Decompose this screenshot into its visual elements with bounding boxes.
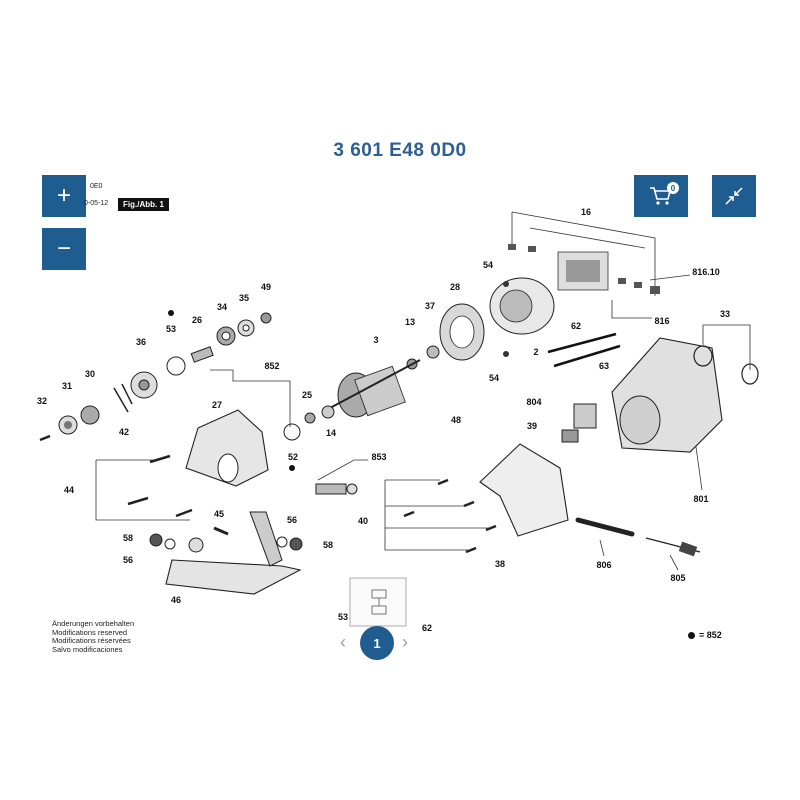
part-label-40[interactable]: 40 (357, 516, 369, 526)
part-label-32[interactable]: 32 (36, 396, 48, 406)
plus-icon: + (56, 182, 71, 209)
collapse-button[interactable] (712, 175, 756, 217)
part-label-34[interactable]: 34 (216, 302, 228, 312)
part-label-49[interactable]: 49 (260, 282, 272, 292)
part-label-42[interactable]: 42 (118, 427, 130, 437)
cart-count-badge: 0 (667, 182, 679, 194)
legend-text: = 852 (699, 630, 722, 640)
notice-line-es: Salvo modificaciones (52, 644, 123, 654)
modifications-notice: Änderungen vorbehalten Modifications res… (52, 619, 135, 654)
part-label-58b[interactable]: 58 (322, 540, 334, 550)
zoom-in-button[interactable]: + (42, 175, 86, 217)
part-label-30[interactable]: 30 (84, 369, 96, 379)
zoom-out-button[interactable]: − (42, 228, 86, 270)
part-label-56[interactable]: 56 (286, 515, 298, 525)
part-label-16[interactable]: 16 (580, 207, 592, 217)
part-label-28[interactable]: 28 (449, 282, 461, 292)
part-label-37[interactable]: 37 (424, 301, 436, 311)
part-label-805[interactable]: 805 (670, 573, 686, 583)
minus-icon: − (56, 235, 71, 262)
part-label-25[interactable]: 25 (301, 390, 313, 400)
part-label-54[interactable]: 54 (482, 260, 494, 270)
part-label-62b[interactable]: 62 (421, 623, 433, 633)
legend-dot-icon (688, 631, 695, 639)
part-label-45[interactable]: 45 (213, 509, 225, 519)
chevron-right-icon[interactable]: › (402, 632, 408, 652)
page-title: 3 601 E48 0D0 (333, 140, 467, 161)
part-label-56b[interactable]: 56 (122, 555, 134, 565)
part-label-44[interactable]: 44 (63, 485, 75, 495)
part-label-816.10[interactable]: 816.10 (692, 267, 720, 277)
notice-line-en: Modifications reserved (52, 627, 128, 637)
cart-button[interactable] (634, 175, 688, 217)
part-label-52[interactable]: 52 (287, 452, 299, 462)
part-label-13[interactable]: 13 (404, 317, 416, 327)
part-label-27[interactable]: 27 (211, 400, 223, 410)
part-label-58[interactable]: 58 (122, 533, 134, 543)
part-label-31[interactable]: 31 (61, 381, 73, 391)
part-label-33[interactable]: 33 (719, 309, 731, 319)
part-label-54b[interactable]: 54 (488, 373, 500, 383)
part-label-39[interactable]: 39 (526, 421, 538, 431)
part-label-62[interactable]: 62 (570, 321, 582, 331)
part-label-14[interactable]: 14 (325, 428, 337, 438)
part-label-35[interactable]: 35 (238, 293, 250, 303)
part-label-38[interactable]: 38 (494, 559, 506, 569)
collapse-arrows-icon (725, 187, 743, 205)
chevron-left-icon[interactable]: ‹ (340, 632, 346, 652)
legend: = 852 (688, 630, 722, 640)
meta-date: 0-05-12 (84, 200, 109, 207)
part-label-852[interactable]: 852 (264, 361, 280, 371)
part-label-53[interactable]: 53 (165, 324, 177, 334)
part-label-3[interactable]: 3 (373, 335, 379, 345)
figure-tag: Fig./Abb. 1 (118, 198, 169, 211)
part-label-46[interactable]: 46 (170, 595, 182, 605)
part-label-2[interactable]: 2 (533, 347, 539, 357)
notice-line-fr: Modifications réservées (52, 636, 131, 645)
part-label-804[interactable]: 804 (526, 397, 542, 407)
part-label-801[interactable]: 801 (693, 494, 709, 504)
part-label-48[interactable]: 48 (450, 415, 462, 425)
meta-code: 0E0 (90, 183, 103, 190)
part-label-36[interactable]: 36 (135, 337, 147, 347)
page-indicator[interactable]: 1 (360, 626, 394, 660)
part-label-63[interactable]: 63 (598, 361, 610, 371)
part-label-853[interactable]: 853 (371, 452, 387, 462)
part-label-53b[interactable]: 53 (337, 612, 349, 622)
part-label-806[interactable]: 806 (596, 560, 612, 570)
part-label-816[interactable]: 816 (654, 316, 670, 326)
part-label-26[interactable]: 26 (191, 315, 203, 325)
notice-line-de: Änderungen vorbehalten (52, 619, 135, 628)
